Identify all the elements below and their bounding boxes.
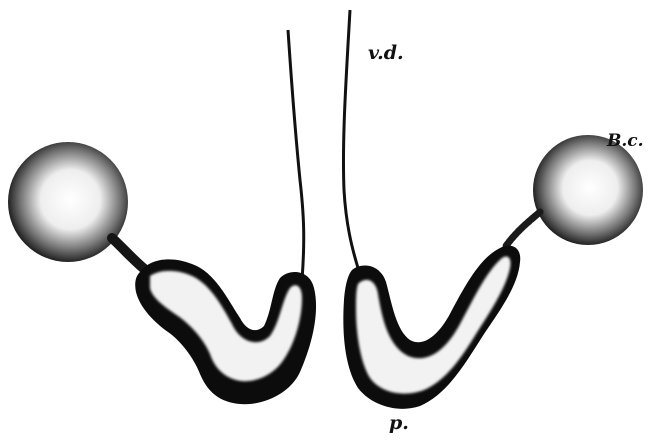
- left-bulbous-gland: [8, 142, 128, 262]
- right-vas-deferens: [343, 10, 358, 268]
- label-vas-deferens: v.d.: [368, 42, 404, 64]
- right-organ: [343, 10, 643, 409]
- left-vas-deferens: [288, 30, 304, 280]
- label-bulbous-gland: B.c.: [607, 131, 644, 151]
- left-organ: [8, 30, 316, 404]
- label-p: p.: [389, 412, 409, 434]
- right-gland-duct: [506, 212, 540, 246]
- left-gland-duct: [112, 238, 148, 272]
- right-bulbous-gland: [533, 135, 643, 245]
